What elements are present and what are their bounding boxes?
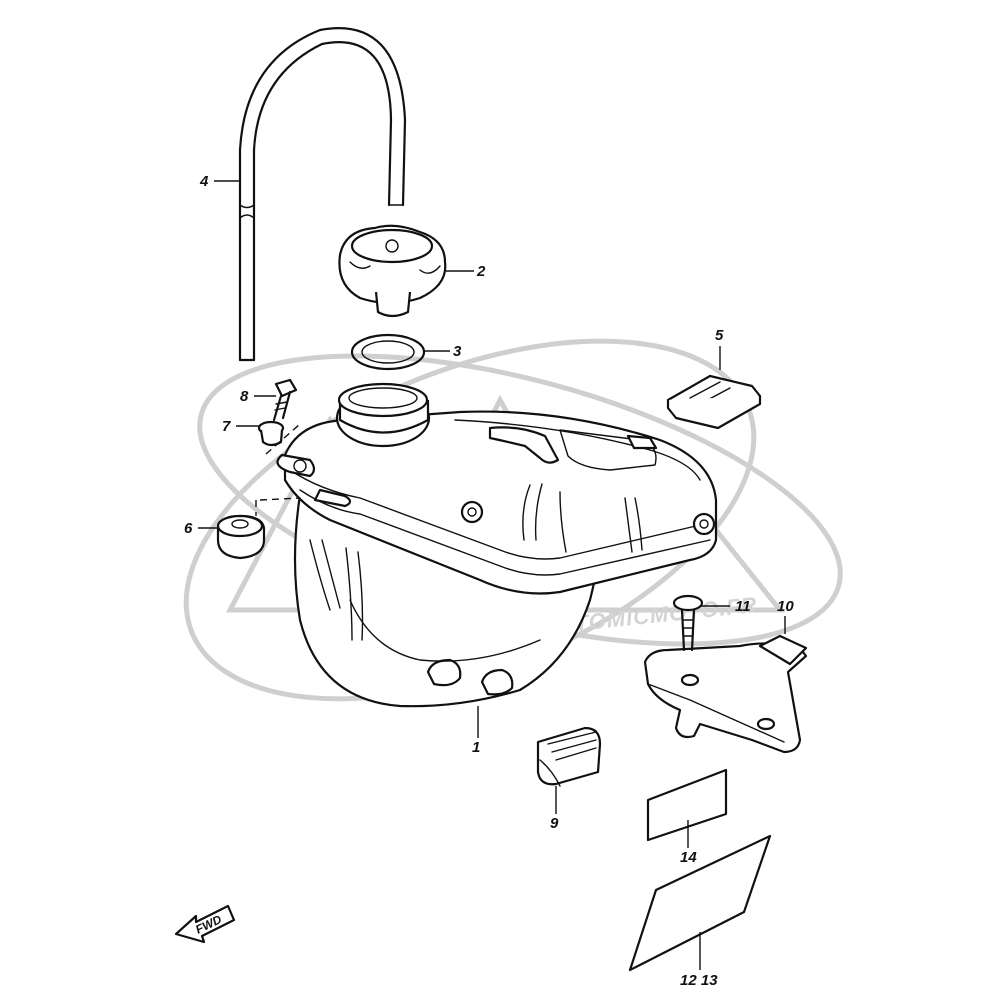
leader-lines bbox=[198, 180, 786, 970]
part-3-cap-gasket bbox=[350, 333, 426, 371]
callout-5: 5 bbox=[715, 327, 724, 344]
callout-6: 6 bbox=[184, 520, 193, 537]
callout-2: 2 bbox=[476, 263, 486, 280]
part-8-bolt bbox=[272, 378, 298, 422]
part-10-bracket bbox=[643, 634, 808, 754]
part-5-strap-hook bbox=[666, 374, 762, 430]
forward-direction-arrow: FWD bbox=[174, 904, 236, 944]
part-11-screw bbox=[672, 594, 704, 652]
callout-12-13: 12 13 bbox=[680, 972, 718, 989]
callout-14: 14 bbox=[680, 849, 697, 866]
part-14-label bbox=[646, 768, 728, 842]
callout-7: 7 bbox=[222, 418, 231, 435]
callouts: 4 2 3 8 7 6 5 1 11 10 9 14 12 13 bbox=[184, 173, 794, 989]
part-12-13-labels bbox=[628, 834, 772, 972]
part-4-breather-hose bbox=[238, 27, 407, 362]
callout-8: 8 bbox=[240, 388, 249, 405]
callout-11: 11 bbox=[735, 598, 751, 615]
callout-10: 10 bbox=[777, 598, 794, 615]
callout-4: 4 bbox=[199, 173, 209, 190]
part-2-fuel-cap bbox=[338, 224, 447, 318]
part-9-damper bbox=[536, 726, 602, 787]
callout-9: 9 bbox=[550, 815, 559, 832]
part-7-collar bbox=[257, 420, 285, 447]
callout-3: 3 bbox=[453, 343, 462, 360]
part-6-grommet bbox=[216, 514, 266, 560]
callout-1: 1 bbox=[472, 739, 480, 756]
part-1-fuel-tank bbox=[276, 382, 718, 708]
